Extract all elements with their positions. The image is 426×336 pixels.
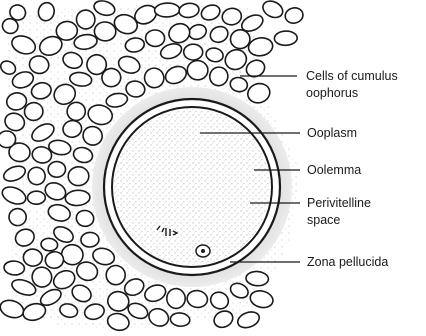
label-perivitelline-line1: Perivitelline <box>307 196 371 210</box>
cumulus-cell <box>68 166 90 186</box>
label-cumulus-line1: Cells of cumulus <box>306 69 398 83</box>
cumulus-cell <box>187 60 209 81</box>
label-zona-pellucida: Zona pellucida <box>307 255 388 269</box>
polar-body <box>196 245 210 257</box>
cumulus-cell <box>27 191 45 204</box>
label-ooplasm: Ooplasm <box>307 126 357 140</box>
cumulus-cell <box>260 0 285 21</box>
label-perivitelline-line2: space <box>307 213 340 227</box>
cumulus-cell <box>166 288 185 309</box>
cumulus-cell <box>145 30 165 47</box>
cumulus-cell <box>81 232 100 248</box>
label-oolemma: Oolemma <box>307 163 361 177</box>
cumulus-cell <box>274 31 297 46</box>
cumulus-cell <box>230 29 250 48</box>
cumulus-cell <box>184 44 203 60</box>
cumulus-cell <box>284 6 305 25</box>
label-cumulus-line2: oophorus <box>306 86 358 100</box>
cumulus-cell <box>94 21 117 41</box>
cumulus-cell <box>106 265 126 285</box>
cumulus-cell <box>48 161 66 177</box>
cumulus-cell <box>0 131 16 148</box>
cumulus-cell <box>154 3 179 18</box>
